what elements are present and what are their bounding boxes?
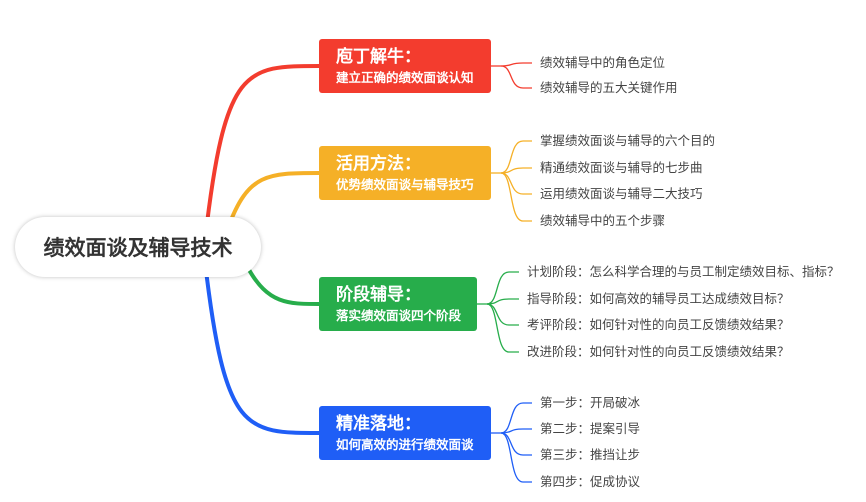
root-label: 绩效面谈及辅导技术: [43, 236, 233, 260]
leaf-connector: [500, 172, 532, 222]
leaf-connector: [500, 432, 532, 483]
branch-subtitle: 落实绩效面谈四个阶段: [336, 308, 462, 323]
leaf-connector: [486, 303, 519, 353]
branch-title: 阶段辅导：: [336, 285, 421, 305]
branch-methods[interactable]: 活用方法： 优势绩效面谈与辅导技巧: [319, 146, 491, 200]
branch-understanding[interactable]: 庖丁解牛： 建立正确的绩效面谈认知: [319, 39, 491, 93]
leaf-connector: [500, 402, 532, 434]
branch-title: 庖丁解牛：: [336, 47, 421, 67]
leaf-connector: [500, 167, 532, 174]
leaf-item[interactable]: 绩效辅导中的角色定位: [540, 55, 666, 70]
leaf-item[interactable]: 掌握绩效面谈与辅导的六个目的: [540, 133, 716, 148]
leaf-item[interactable]: 第三步：推挡让步: [540, 447, 641, 462]
root-connector: [203, 261, 320, 435]
leaf-item[interactable]: 指导阶段：如何高效的辅导员工达成绩效目标？: [527, 291, 790, 306]
leaf-item[interactable]: 计划阶段：怎么科学合理的与员工制定绩效目标、指标？: [527, 264, 840, 279]
leaf-item[interactable]: 绩效辅导的五大关键作用: [540, 80, 678, 95]
root-connector: [246, 267, 320, 306]
branch-subtitle: 优势绩效面谈与辅导技巧: [336, 177, 474, 192]
branch-title: 活用方法：: [336, 154, 421, 174]
leaf-item[interactable]: 考评阶段：如何针对性的向员工反馈绩效结果？: [527, 317, 790, 332]
leaf-item[interactable]: 第一步：开局破冰: [540, 395, 641, 410]
leaf-item[interactable]: 改进阶段：如何针对性的向员工反馈绩效结果？: [527, 344, 790, 359]
branch-implementation[interactable]: 精准落地： 如何高效的进行绩效面谈: [319, 406, 491, 460]
leaf-item[interactable]: 第四步：促成协议: [540, 474, 641, 489]
branch-title: 精准落地：: [336, 414, 421, 434]
branch-subtitle: 建立正确的绩效面谈认知: [336, 70, 474, 85]
root-connector: [226, 171, 320, 229]
leaf-connector: [486, 298, 519, 305]
branch-stages[interactable]: 阶段辅导： 落实绩效面谈四个阶段: [319, 277, 477, 331]
leaf-item[interactable]: 第二步：提案引导: [540, 421, 641, 436]
leaf-connector: [486, 271, 519, 305]
leaf-item[interactable]: 精通绩效面谈与辅导的七步曲: [540, 160, 703, 175]
leaf-item[interactable]: 绩效辅导中的五个步骤: [540, 213, 666, 228]
leaf-item[interactable]: 运用绩效面谈与辅导二大技巧: [540, 186, 703, 201]
leaf-connector: [500, 62, 532, 67]
leaf-connector: [500, 428, 532, 434]
leaf-connector: [500, 140, 532, 174]
leaf-connector: [500, 65, 532, 89]
root-node[interactable]: 绩效面谈及辅导技术: [15, 217, 261, 277]
root-connector: [203, 64, 320, 241]
branch-subtitle: 如何高效的进行绩效面谈: [336, 437, 474, 452]
